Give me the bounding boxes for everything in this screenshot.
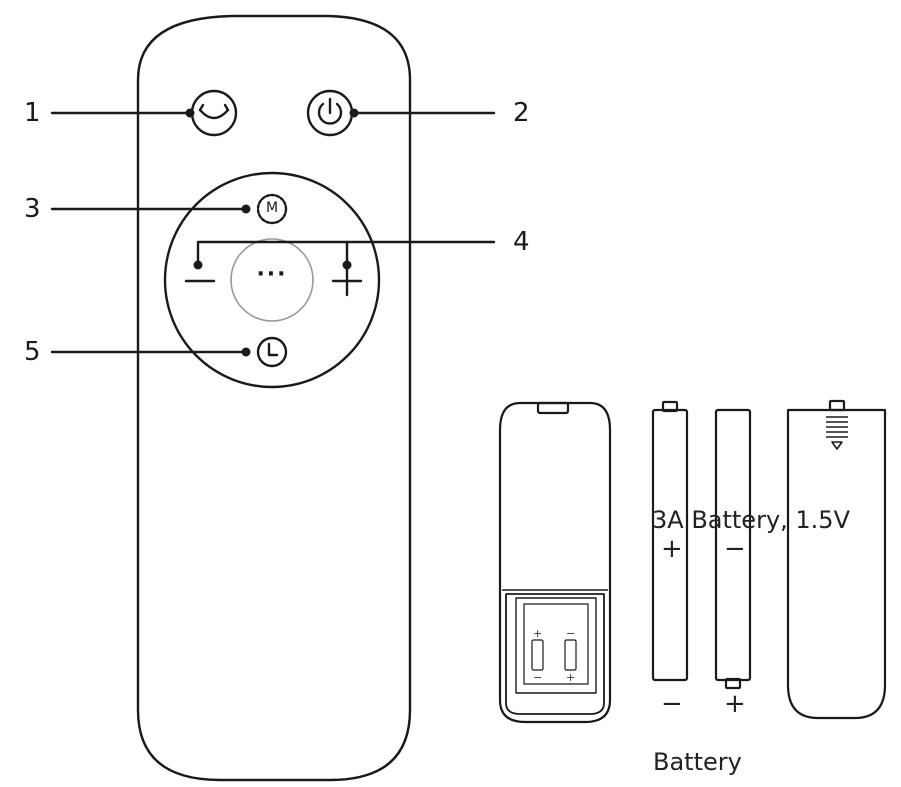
svg-text:−: − bbox=[566, 627, 575, 640]
timer-button bbox=[256, 336, 288, 368]
power-icon bbox=[317, 102, 343, 125]
callout-number-4: 4 bbox=[513, 227, 530, 257]
battery-caption: Battery bbox=[653, 748, 742, 776]
svg-text:+: + bbox=[533, 627, 542, 640]
center-button bbox=[230, 238, 314, 322]
timer-icon bbox=[267, 342, 279, 357]
mode-button bbox=[256, 193, 288, 225]
remote-back bbox=[498, 401, 612, 724]
battery-right-minus-sign: − bbox=[724, 534, 746, 564]
callout-number-3: 3 bbox=[24, 194, 41, 224]
swing-button bbox=[190, 89, 238, 137]
callout-number-2: 2 bbox=[513, 98, 530, 128]
svg-text:−: − bbox=[533, 671, 542, 684]
svg-text:+: + bbox=[566, 671, 575, 684]
battery-right-plus-sign: + bbox=[724, 689, 746, 719]
mode-letter: M bbox=[265, 200, 279, 216]
center-dots: ··· bbox=[256, 262, 288, 287]
callout-number-1: 1 bbox=[24, 98, 41, 128]
remote-body bbox=[136, 14, 412, 782]
power-button bbox=[306, 89, 354, 137]
battery-cover bbox=[786, 399, 887, 720]
control-ring bbox=[163, 171, 381, 389]
battery-left-minus-sign: − bbox=[661, 689, 683, 719]
battery-left-plus-sign: + bbox=[661, 534, 683, 564]
battery-spec: 3A Battery, 1.5V bbox=[652, 506, 850, 534]
callout-number-5: 5 bbox=[24, 337, 41, 367]
swing-icon bbox=[198, 108, 230, 120]
